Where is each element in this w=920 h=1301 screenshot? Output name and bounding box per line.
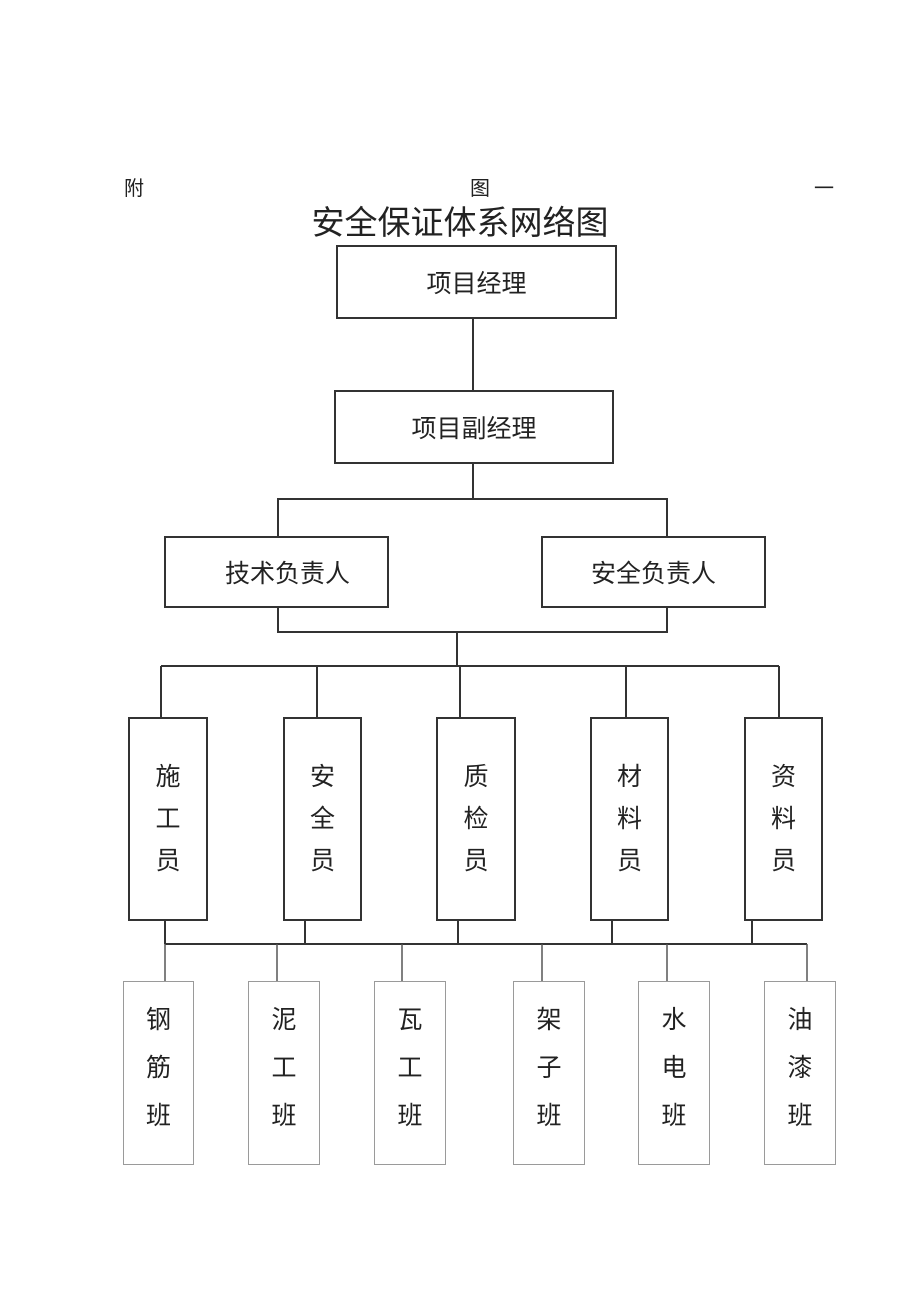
box-team-painting: 油 漆 班: [764, 981, 836, 1165]
team-char: 工: [397, 1053, 423, 1082]
team-char: 电: [661, 1053, 687, 1082]
staff-char: 料: [770, 804, 796, 833]
staff-char: 检: [463, 804, 489, 833]
team-char: 班: [661, 1101, 687, 1130]
box-staff-safety: 安 全 员: [283, 717, 362, 921]
team-char: 泥: [271, 1005, 297, 1034]
team-char: 油: [787, 1005, 813, 1034]
team-char: 班: [397, 1101, 423, 1130]
box-staff-materials: 材 料 员: [590, 717, 669, 921]
box-team-plumbing-electric: 水 电 班: [638, 981, 710, 1165]
box-label: 项目经理: [426, 269, 527, 298]
box-staff-quality: 质 检 员: [436, 717, 516, 921]
staff-char: 安: [309, 762, 335, 791]
box-label: 安全负责人: [590, 559, 716, 588]
box-safety-lead: 安全负责人: [541, 536, 766, 608]
box-team-rebar: 钢 筋 班: [123, 981, 194, 1165]
staff-char: 质: [463, 762, 489, 791]
box-team-tile: 瓦 工 班: [374, 981, 446, 1165]
box-technical-lead: 技术负责人: [164, 536, 389, 608]
box-label: 项目副经理: [411, 414, 537, 443]
team-char: 钢: [145, 1005, 171, 1034]
team-char: 班: [145, 1101, 171, 1130]
staff-char: 资: [770, 762, 796, 791]
team-char: 架: [536, 1005, 562, 1034]
team-char: 班: [271, 1101, 297, 1130]
box-staff-documents: 资 料 员: [744, 717, 823, 921]
staff-char: 施: [155, 762, 181, 791]
box-team-scaffold: 架 子 班: [513, 981, 585, 1165]
team-char: 子: [536, 1053, 562, 1082]
box-label: 技术负责人: [224, 559, 350, 588]
box-team-plaster: 泥 工 班: [248, 981, 320, 1165]
connector-leads-join: [277, 607, 668, 633]
box-deputy-manager: 项目副经理: [334, 390, 614, 464]
team-char: 筋: [145, 1053, 171, 1082]
team-char: 班: [536, 1101, 562, 1130]
staff-char: 员: [616, 846, 642, 875]
team-char: 工: [271, 1053, 297, 1082]
team-char: 漆: [787, 1053, 813, 1082]
staff-char: 全: [309, 804, 335, 833]
staff-char: 料: [616, 804, 642, 833]
caption-char-2: 图: [470, 176, 490, 200]
staff-char: 工: [155, 804, 181, 833]
box-project-manager: 项目经理: [336, 245, 617, 319]
caption-char-3: 一: [814, 176, 834, 200]
box-staff-construction: 施 工 员: [128, 717, 208, 921]
connector-deputy-leads: [277, 498, 668, 536]
diagram-title: 安全保证体系网络图: [311, 203, 609, 242]
staff-char: 员: [463, 846, 489, 875]
staff-char: 材: [616, 762, 642, 791]
staff-char: 员: [309, 846, 335, 875]
staff-char: 员: [155, 846, 181, 875]
team-char: 瓦: [397, 1005, 423, 1034]
caption-char-1: 附: [124, 176, 144, 200]
team-char: 水: [661, 1005, 687, 1034]
team-char: 班: [787, 1101, 813, 1130]
staff-char: 员: [770, 846, 796, 875]
